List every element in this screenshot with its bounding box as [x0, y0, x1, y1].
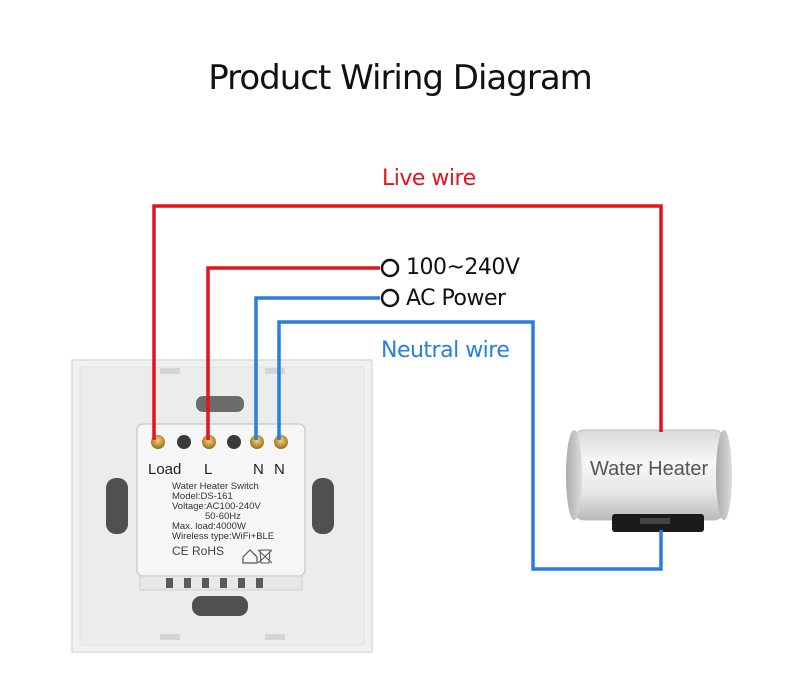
heater-cap-right: [716, 430, 732, 520]
certification-marks: CE RoHS: [172, 544, 225, 558]
terminal-label-load: Load: [148, 461, 182, 478]
neutral-wire-to-heater: [277, 320, 663, 571]
spec-line: 50-60Hz: [205, 511, 241, 522]
spec-line: Water Heater Switch: [172, 481, 259, 492]
terminal-label-n1: N: [253, 461, 264, 478]
terminal-voltage-label: 100~240V: [406, 255, 520, 280]
mount-slot-left: [106, 478, 128, 534]
spec-line: Wireless type:WiFi+BLE: [172, 531, 275, 542]
mount-slot-right: [312, 478, 334, 534]
mount-slot-bottom: [192, 596, 248, 616]
heater-display-digits: [640, 518, 670, 524]
screw-l-icon: [202, 435, 216, 449]
clip: [265, 634, 285, 640]
terminal-circle-icon: [380, 288, 400, 308]
switch-module: [136, 423, 306, 591]
house-icon: [242, 549, 258, 564]
live-wire-supply: [206, 266, 380, 440]
module-vents: [166, 578, 263, 588]
neutral-wires: [254, 296, 663, 571]
neutral-wire-supply: [254, 296, 380, 440]
heater-cap-left: [566, 430, 582, 520]
clip: [160, 634, 180, 640]
screw-n1-icon: [250, 435, 264, 449]
terminal-power-label: AC Power: [406, 286, 506, 311]
wall-switch-plate: [71, 359, 373, 653]
clip: [160, 368, 180, 374]
water-heater: [566, 429, 732, 532]
screw-n2-icon: [274, 435, 288, 449]
spec-line: Model:DS-161: [172, 491, 233, 502]
terminal-label-n2: N: [274, 461, 285, 478]
mount-slot-top: [196, 396, 244, 412]
terminal-hole: [177, 435, 191, 449]
live-wire-label: Live wire: [382, 166, 476, 191]
terminal-circle-icon: [380, 258, 400, 278]
water-heater-label: Water Heater: [590, 458, 709, 480]
spec-line: Max. load:4000W: [172, 521, 246, 532]
terminal-label-l: L: [204, 461, 213, 478]
live-wires: [152, 204, 663, 440]
page-title: Product Wiring Diagram: [208, 58, 593, 98]
weee-bin-icon: [257, 549, 273, 564]
neutral-wire-label: Neutral wire: [381, 338, 510, 363]
terminal-hole: [227, 435, 241, 449]
live-wire-load-to-heater: [152, 204, 663, 440]
clip: [265, 368, 285, 374]
spec-line: Voltage:AC100-240V: [172, 501, 261, 512]
